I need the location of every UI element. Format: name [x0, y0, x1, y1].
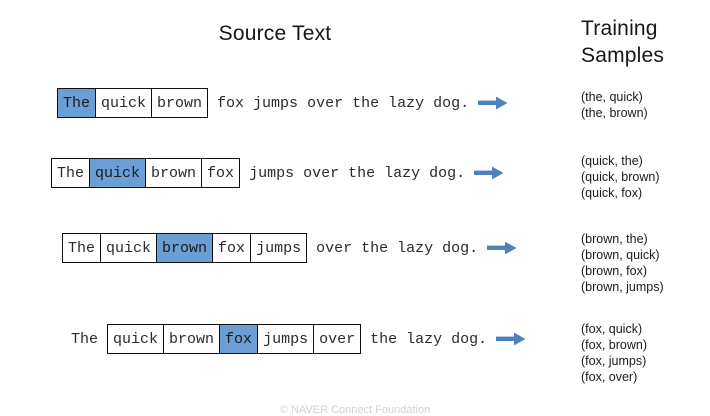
training-sample-pair: (quick, brown): [581, 170, 660, 184]
row-lead-text: The: [71, 330, 108, 348]
training-samples-group: (quick, the) (quick, brown) (quick, fox): [581, 153, 660, 201]
right-arrow-icon: [474, 166, 504, 180]
center-word-cell[interactable]: quick: [90, 159, 147, 187]
training-samples-group: (the, quick) (the, brown): [581, 89, 648, 121]
context-word-cell[interactable]: brown: [146, 159, 203, 187]
context-word-cell[interactable]: brown: [164, 325, 221, 353]
training-sample-pair: (quick, the): [581, 154, 643, 168]
training-samples-heading-line-1: Training: [581, 17, 658, 40]
training-samples-heading-line-2: Samples: [581, 44, 665, 67]
training-samples-group: (brown, the) (brown, quick) (brown, fox) (b…: [581, 231, 664, 295]
training-sample-pair: (the, quick): [581, 90, 643, 104]
training-sample-pair: (fox, quick): [581, 322, 643, 336]
training-sample-pair: (quick, fox): [581, 186, 643, 200]
context-word-cell[interactable]: brown: [152, 89, 208, 117]
context-word-cell[interactable]: The: [63, 234, 102, 262]
training-sample-pair: (brown, jumps): [581, 280, 664, 294]
context-word-cell[interactable]: quick: [96, 89, 153, 117]
context-word-cell[interactable]: The: [52, 159, 91, 187]
training-sample-pair: (brown, quick): [581, 248, 660, 262]
context-word-cell[interactable]: fox: [213, 234, 252, 262]
row-tail-text: over the lazy dog.: [307, 239, 479, 257]
center-word-cell[interactable]: The: [58, 89, 97, 117]
source-text-heading: Source Text: [218, 22, 332, 45]
right-arrow-icon: [487, 241, 517, 255]
row-tail-text: the lazy dog.: [361, 330, 488, 348]
right-arrow-icon: [478, 96, 508, 110]
row-tail-text: jumps over the lazy dog.: [240, 164, 466, 182]
training-sample-pair: (fox, brown): [581, 338, 647, 352]
context-word-cell[interactable]: fox: [202, 159, 240, 187]
context-word-cell[interactable]: over: [314, 325, 361, 353]
training-samples-group: (fox, quick) (fox, brown) (fox, jumps) (fox…: [581, 321, 647, 385]
training-sample-pair: (the, brown): [581, 106, 648, 120]
context-word-cell[interactable]: jumps: [251, 234, 307, 262]
training-samples-heading: Training Samples: [581, 15, 710, 69]
training-sample-pair: (brown, fox): [581, 264, 647, 278]
training-sample-pair: (fox, over): [581, 370, 638, 384]
footer-watermark: © NAVER Connect Foundation: [279, 404, 431, 416]
row-tail-text: fox jumps over the lazy dog.: [208, 94, 470, 112]
training-sample-pair: (fox, jumps): [581, 354, 647, 368]
context-word-cell[interactable]: jumps: [258, 325, 315, 353]
training-sample-pair: (brown, the): [581, 232, 648, 246]
center-word-cell[interactable]: brown: [157, 234, 214, 262]
right-arrow-icon: [496, 332, 526, 346]
context-word-cell[interactable]: quick: [108, 325, 165, 353]
context-word-cell[interactable]: quick: [101, 234, 158, 262]
center-word-cell[interactable]: fox: [220, 325, 259, 353]
